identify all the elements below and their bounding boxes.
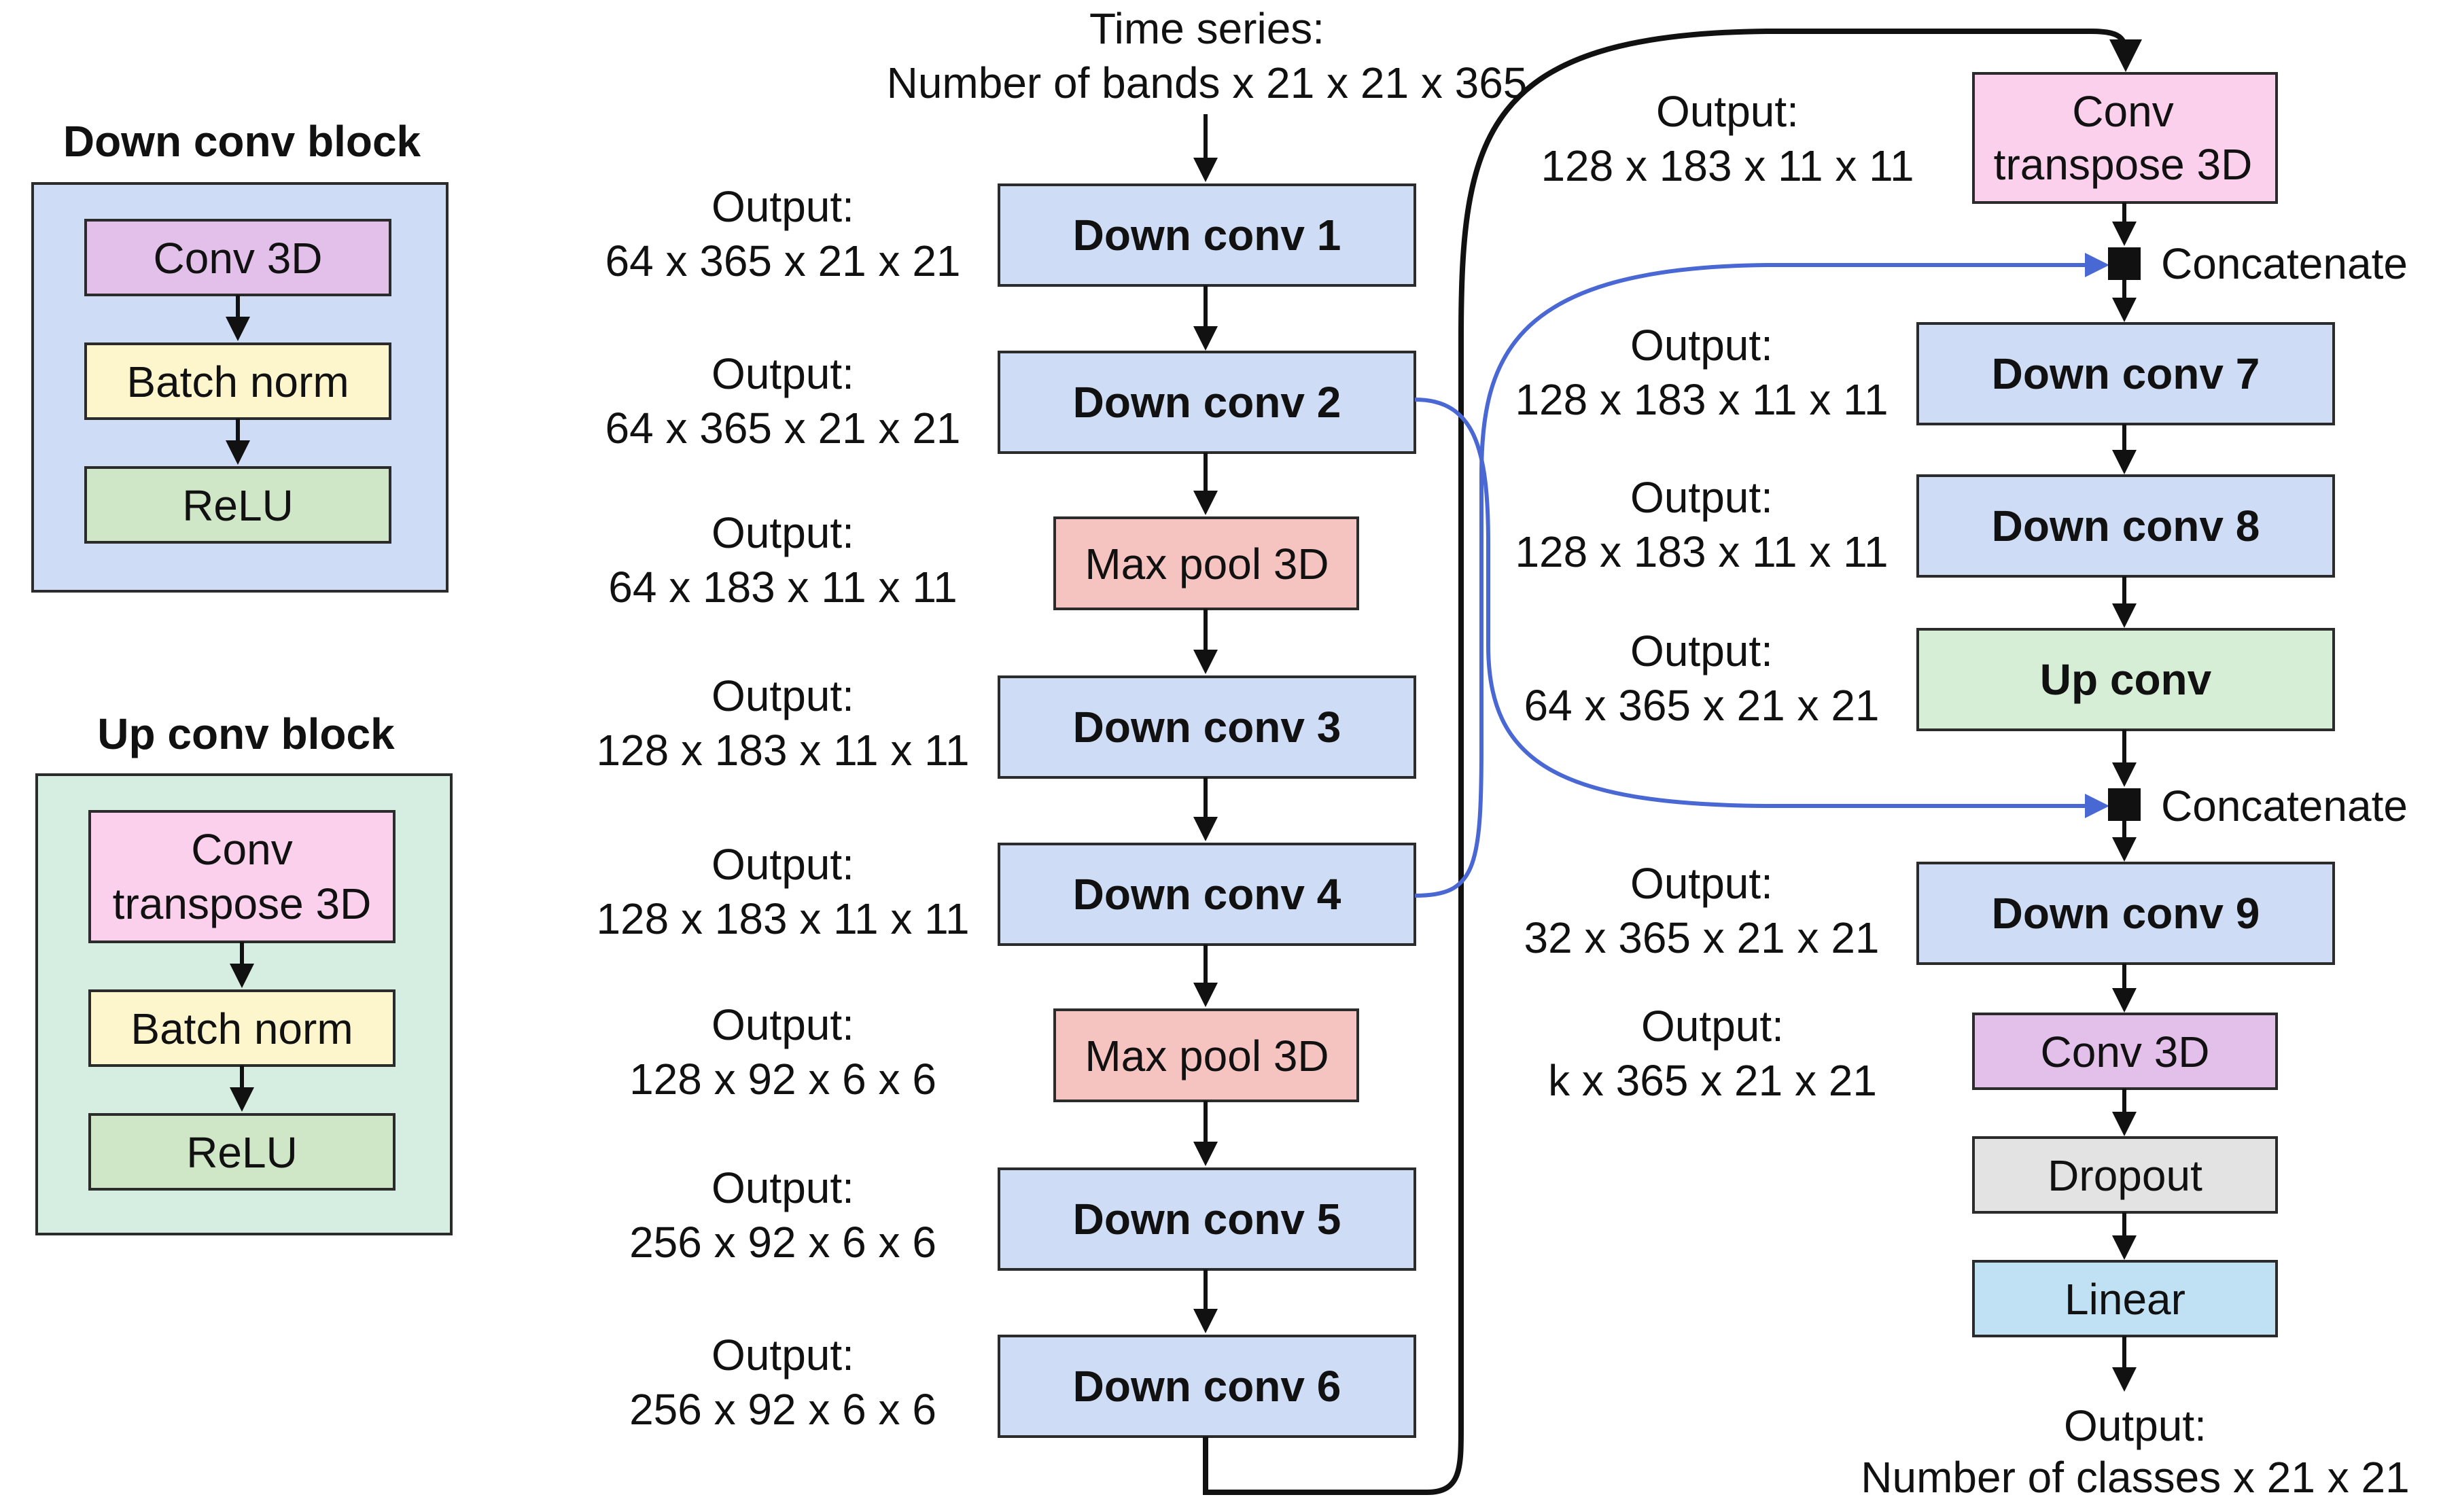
- max-pool-2-label: Max pool 3D: [1085, 1032, 1329, 1080]
- down-conv-1-box: [998, 183, 1416, 287]
- decoder-convtranspose-output-label: Output:: [1656, 87, 1799, 136]
- final-output-label: Output:: [2064, 1401, 2207, 1450]
- max-pool-1-box: [1053, 516, 1359, 610]
- skip-connection-down-conv-4: [1414, 253, 2109, 898]
- down-conv-6-label: Down conv 6: [1073, 1362, 1341, 1411]
- encoder-column: Down conv 1 Output: 64 x 365 x 21 x 21 D…: [596, 182, 1416, 1438]
- down-conv-8-label: Down conv 8: [1992, 502, 2260, 550]
- decoder-convtranspose-line1: Conv: [2072, 87, 2173, 136]
- down-conv-7-output-shape: 128 x 183 x 11 x 11: [1515, 375, 1888, 424]
- down-conv-4-label: Down conv 4: [1073, 870, 1341, 919]
- legend-up-relu-label: ReLU: [186, 1128, 298, 1177]
- down-conv-2-output-shape: 64 x 365 x 21 x 21: [605, 404, 960, 453]
- down-conv-8-box: [1916, 474, 2335, 578]
- linear-box: [1972, 1260, 2278, 1337]
- concatenate-label-2: Concatenate: [2161, 781, 2408, 830]
- down-conv-3-output-label: Output:: [712, 671, 854, 720]
- decoder-conv3d-output-shape: k x 365 x 21 x 21: [1548, 1056, 1877, 1105]
- concatenate-node-1: [2108, 247, 2141, 280]
- final-output-shape: Number of classes x 21 x 21: [1861, 1453, 2409, 1502]
- max-pool-1-output-shape: 64 x 183 x 11 x 11: [608, 563, 958, 612]
- linear-label: Linear: [2065, 1275, 2185, 1324]
- decoder-convtranspose-output-shape: 128 x 183 x 11 x 11: [1541, 141, 1914, 190]
- down-conv-6-output-shape: 256 x 92 x 6 x 6: [629, 1385, 936, 1434]
- legend-down-relu-label: ReLU: [182, 481, 294, 530]
- down-conv-3-label: Down conv 3: [1073, 703, 1341, 752]
- legend-up-convtranspose-line2: transpose 3D: [113, 879, 372, 928]
- down-conv-1-label: Down conv 1: [1073, 211, 1341, 260]
- legend-up-batchnorm-box: [88, 989, 396, 1067]
- legend-up-convtranspose-box: [88, 810, 396, 943]
- dropout-label: Dropout: [2048, 1151, 2202, 1200]
- down-conv-7-label: Down conv 7: [1992, 349, 2260, 398]
- legend-down-relu-box: [84, 466, 391, 544]
- down-conv-5-output-shape: 256 x 92 x 6 x 6: [629, 1218, 936, 1267]
- max-pool-2-box: [1053, 1008, 1359, 1102]
- max-pool-1-label: Max pool 3D: [1085, 540, 1329, 588]
- max-pool-2-output-label: Output:: [712, 1000, 854, 1049]
- down-conv-2-box: [998, 351, 1416, 454]
- down-conv-8-output-shape: 128 x 183 x 11 x 11: [1515, 527, 1888, 576]
- down-conv-5-label: Down conv 5: [1073, 1195, 1341, 1244]
- down-conv-4-box: [998, 843, 1416, 946]
- decoder-conv3d-label: Conv 3D: [2041, 1027, 2210, 1076]
- down-conv-9-output-label: Output:: [1630, 859, 1773, 908]
- legend-down-conv-block: Down conv block Conv 3D Batch norm ReLU: [31, 117, 449, 593]
- legend-down-batchnorm-label: Batch norm: [126, 357, 349, 406]
- legend-up-convtranspose-line1: Conv: [191, 825, 292, 874]
- down-conv-7-box: [1916, 322, 2335, 425]
- skip-connection-down-conv-2: [1414, 398, 2109, 818]
- down-conv-4-output-label: Output:: [712, 840, 854, 889]
- up-conv-output-shape: 64 x 365 x 21 x 21: [1524, 681, 1879, 730]
- down-conv-1-output-label: Output:: [712, 182, 854, 231]
- down-conv-6-box: [998, 1335, 1416, 1438]
- down-conv-9-label: Down conv 9: [1992, 889, 2260, 938]
- down-conv-3-box: [998, 675, 1416, 779]
- legend-up-title: Up conv block: [97, 709, 395, 758]
- legend-up-relu-box: [88, 1113, 396, 1191]
- dropout-box: [1972, 1136, 2278, 1214]
- down-conv-8-output-label: Output:: [1630, 473, 1773, 522]
- down-conv-1-output-shape: 64 x 365 x 21 x 21: [605, 236, 960, 285]
- concatenate-node-2: [2108, 788, 2141, 821]
- down-conv-3-output-shape: 128 x 183 x 11 x 11: [596, 726, 969, 775]
- down-conv-4-output-shape: 128 x 183 x 11 x 11: [596, 894, 969, 943]
- up-conv-output-label: Output:: [1630, 627, 1773, 675]
- legend-down-conv3d-label: Conv 3D: [154, 234, 323, 283]
- down-conv-5-box: [998, 1167, 1416, 1271]
- input-title: Time series:: [1089, 4, 1324, 53]
- legend-down-title: Down conv block: [63, 117, 421, 166]
- down-conv-5-output-label: Output:: [712, 1163, 854, 1212]
- decoder-conv3d-output-label: Output:: [1641, 1002, 1784, 1051]
- legend-down-conv3d-box: [84, 219, 391, 296]
- down-conv-6-output-label: Output:: [712, 1331, 854, 1379]
- down-conv-9-output-shape: 32 x 365 x 21 x 21: [1524, 913, 1879, 962]
- decoder-convtranspose-line2: transpose 3D: [1994, 140, 2253, 189]
- down-conv-7-output-label: Output:: [1630, 321, 1773, 370]
- up-conv-label: Up conv: [2040, 655, 2212, 704]
- max-pool-2-output-shape: 128 x 92 x 6 x 6: [629, 1055, 936, 1104]
- max-pool-1-output-label: Output:: [712, 508, 854, 557]
- decoder-conv3d-box: [1972, 1013, 2278, 1090]
- down-conv-2-label: Down conv 2: [1073, 378, 1341, 427]
- legend-up-conv-block: Up conv block Conv transpose 3D Batch no…: [35, 709, 453, 1235]
- down-conv-2-output-label: Output:: [712, 349, 854, 398]
- decoder-column: Conv transpose 3D Output: 128 x 183 x 11…: [1515, 72, 2410, 1502]
- input-shape: Number of bands x 21 x 21 x 365: [887, 58, 1528, 107]
- bottleneck-bridge-arrow: [1203, 29, 2142, 1495]
- concatenate-label-1: Concatenate: [2161, 239, 2408, 288]
- legend-up-batchnorm-label: Batch norm: [130, 1004, 353, 1053]
